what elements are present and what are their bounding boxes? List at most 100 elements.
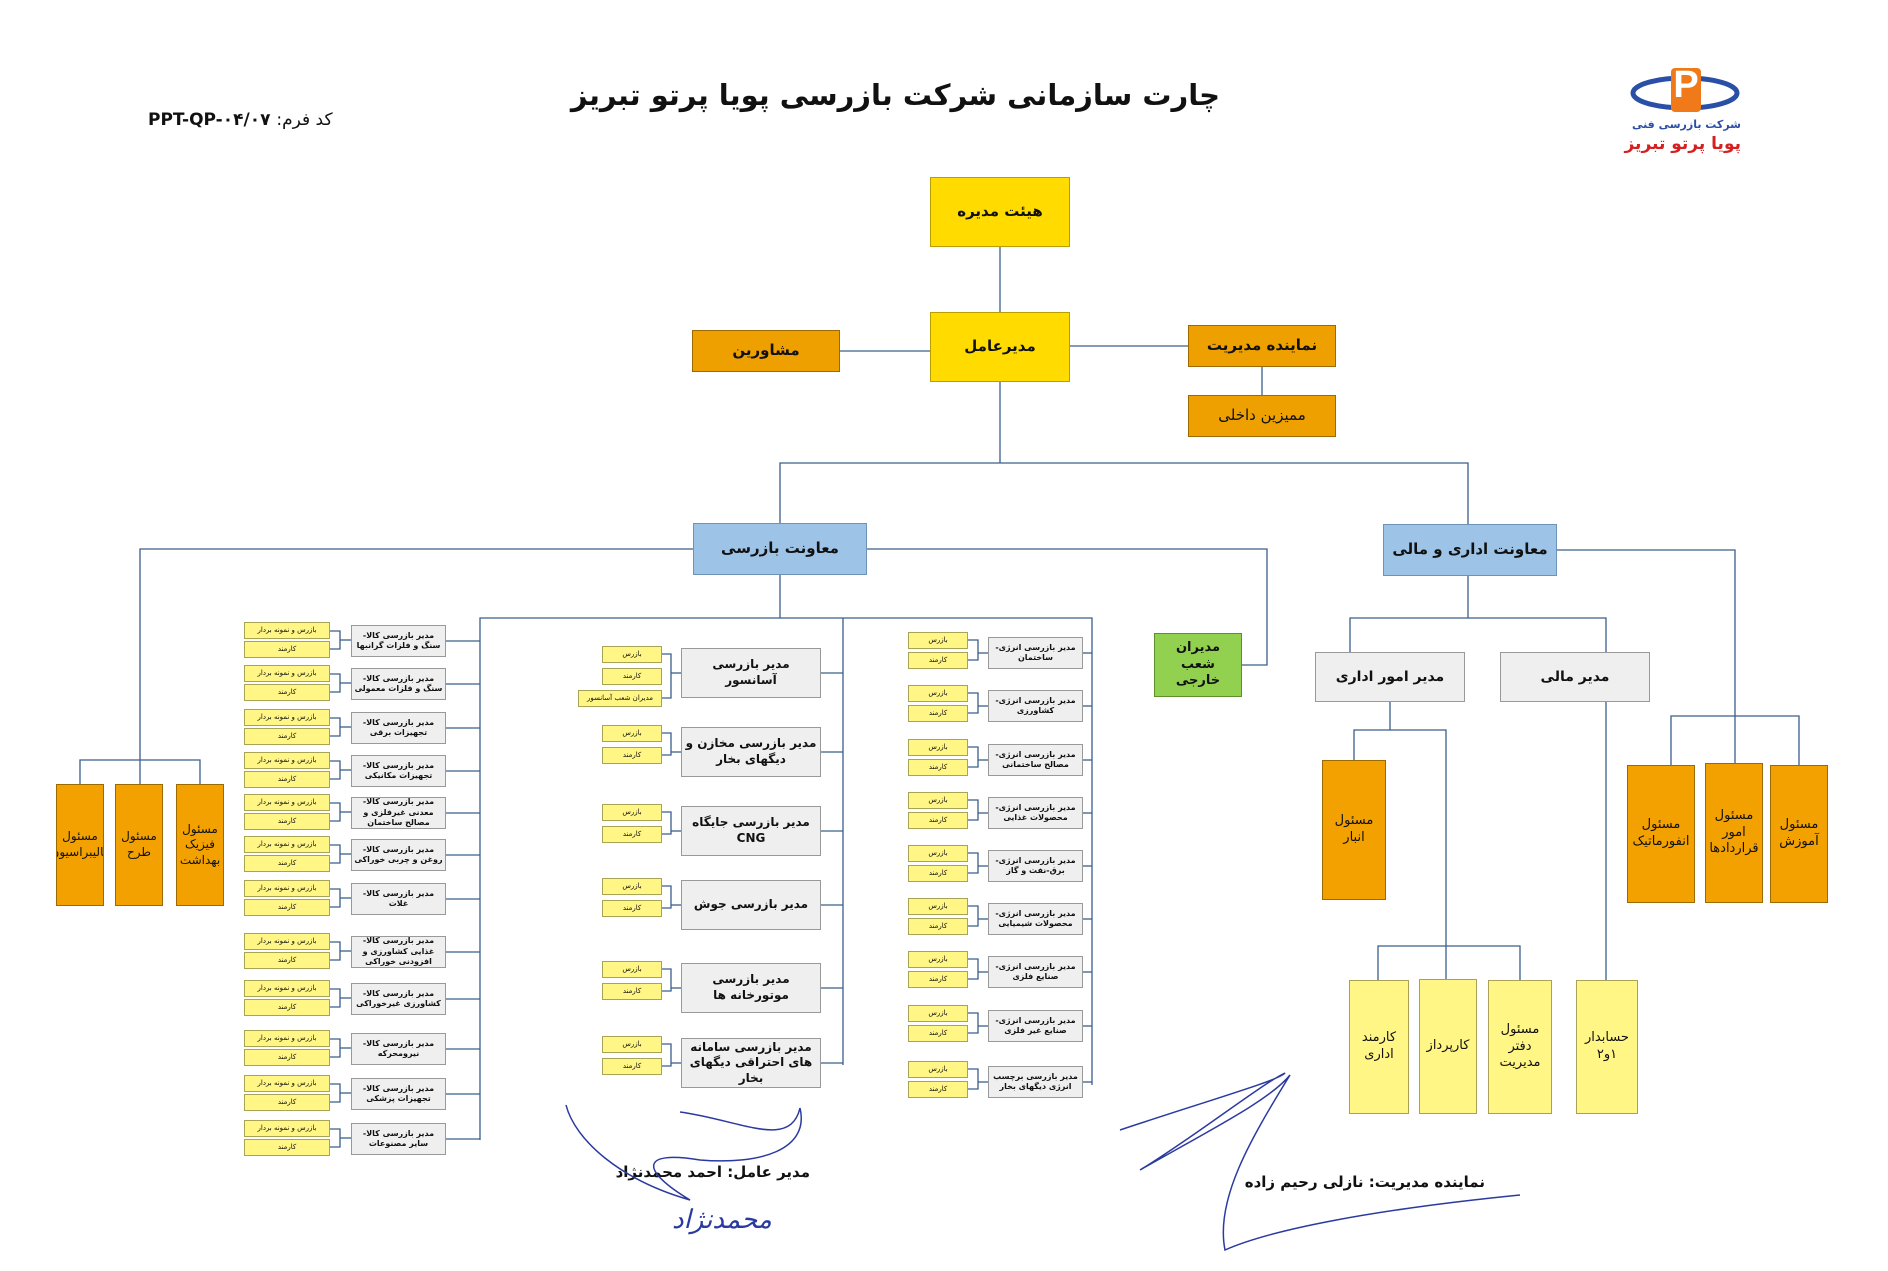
connector-line: [968, 1012, 979, 1034]
inspection-left-line: [139, 548, 693, 760]
form-code-label: کد فرم:: [276, 110, 333, 130]
goods-inspector-sampler-box: بازرس و نمونه بردار: [244, 665, 330, 682]
goods-manager-box: مدیر بازرسی کالا-غلات: [351, 883, 446, 915]
connector-line: [662, 653, 672, 699]
connector-line: [662, 811, 672, 835]
connector-line: [662, 1043, 672, 1067]
officer-contracts-box: مسئول امور قراردادها: [1705, 763, 1763, 903]
technical-sub-box: مدیران شعب آسانسور: [578, 690, 662, 707]
connector-line: [330, 802, 341, 822]
technical-sub-box: کارمند: [602, 1058, 662, 1075]
energy-inspector-box: بازرس: [908, 1005, 968, 1022]
connector-line: [330, 673, 341, 693]
goods-clerk-box: کارمند: [244, 641, 330, 658]
connector-line: [968, 799, 979, 821]
accountant-box: حسابدار ۱و۲: [1576, 980, 1638, 1114]
energy-clerk-box: کارمند: [908, 759, 968, 776]
technical-sub-box: کارمند: [602, 668, 662, 685]
goods-manager-box: مدیر بازرسی کالا-غذایی کشاورزی و افزودنی…: [351, 936, 446, 968]
energy-manager-box: مدیر بازرسی انرژی- محصولات شیمیایی: [988, 903, 1083, 935]
connector-line: [968, 639, 979, 661]
connector-line: [330, 888, 341, 908]
technical-manager-box: مدیر بازرسی موتورخانه ها: [681, 963, 821, 1013]
energy-inspector-box: بازرس: [908, 632, 968, 649]
goods-inspector-sampler-box: بازرس و نمونه بردار: [244, 1075, 330, 1092]
goods-clerk-box: کارمند: [244, 1049, 330, 1066]
energy-manager-box: مدیر بازرسی برچسب انرژی دیگهای بخار: [988, 1066, 1083, 1098]
goods-manager-box: مدیر بازرسی کالا- تجهیزات پزشکی: [351, 1078, 446, 1110]
connector-line: [330, 630, 341, 650]
connector-line: [330, 1128, 341, 1148]
goods-clerk-box: کارمند: [244, 684, 330, 701]
connector-line: [330, 760, 341, 780]
energy-manager-box: مدیر بازرسی انرژی- مصالح ساختمانی: [988, 744, 1083, 776]
technical-sub-box: بازرس: [602, 804, 662, 821]
connector-line: [330, 1083, 341, 1103]
energy-clerk-box: کارمند: [908, 865, 968, 882]
goods-manager-box: مدیر بازرسی کالا-سنگ و فلزات معمولی: [351, 668, 446, 700]
connector-line: [968, 905, 979, 927]
goods-clerk-box: کارمند: [244, 1094, 330, 1111]
connector-line: [662, 885, 672, 909]
connector-line: [968, 852, 979, 874]
form-code-value: PPT-QP-۰۴/۰۷: [148, 110, 271, 130]
ceo-handwritten-signature: محمدنژاد: [672, 1205, 772, 1235]
admin-right-line: [1557, 549, 1736, 716]
logo-emblem: [1630, 68, 1740, 112]
internal-auditors-box: ممیزین داخلی: [1188, 395, 1336, 437]
staff-bus-line: [1377, 945, 1521, 980]
inspection-groups-line: [479, 617, 1093, 1140]
goods-manager-box: مدیر بازرسی کالا- تجهیزات مکانیکی: [351, 755, 446, 787]
technical-sub-box: بازرس: [602, 878, 662, 895]
goods-clerk-box: کارمند: [244, 728, 330, 745]
energy-manager-box: مدیر بازرسی انرژی- ساختمان: [988, 637, 1083, 669]
ceo-signature-label: مدیر عامل: احمد محمدنژاد: [615, 1163, 810, 1181]
technical-sub-box: کارمند: [602, 826, 662, 843]
connector-line: [330, 717, 341, 737]
goods-inspector-sampler-box: بازرس و نمونه بردار: [244, 1030, 330, 1047]
goods-inspector-sampler-box: بازرس و نمونه بردار: [244, 709, 330, 726]
goods-inspector-sampler-box: بازرس و نمونه بردار: [244, 836, 330, 853]
energy-inspector-box: بازرس: [908, 898, 968, 915]
purchaser-box: کارپرداز: [1419, 979, 1477, 1114]
goods-inspector-sampler-box: بازرس و نمونه بردار: [244, 622, 330, 639]
goods-clerk-box: کارمند: [244, 899, 330, 916]
connector-line: [968, 1068, 979, 1090]
officer-it-box: مسئول انفورماتیک: [1627, 765, 1695, 903]
technical-sub-box: بازرس: [602, 725, 662, 742]
connector-line: [968, 746, 979, 768]
goods-inspector-sampler-box: بازرس و نمونه بردار: [244, 880, 330, 897]
goods-clerk-box: کارمند: [244, 771, 330, 788]
admin-affairs-manager-box: مدیر امور اداری: [1315, 652, 1465, 702]
technical-sub-box: بازرس: [602, 1036, 662, 1053]
energy-clerk-box: کارمند: [908, 812, 968, 829]
energy-manager-box: مدیر بازرسی انرژی- برق-نفت و گاز: [988, 850, 1083, 882]
goods-manager-box: مدیر بازرسی کالا- تجهیزات برقی: [351, 712, 446, 744]
management-office-officer-box: مسئول دفتر مدیریت: [1488, 980, 1552, 1114]
energy-clerk-box: کارمند: [908, 1025, 968, 1042]
goods-inspector-sampler-box: بازرس و نمونه بردار: [244, 980, 330, 997]
technical-manager-box: مدیر بازرسی جایگاه CNG: [681, 806, 821, 856]
technical-sub-box: کارمند: [602, 747, 662, 764]
energy-manager-box: مدیر بازرسی انرژی- محصولات غذایی: [988, 797, 1083, 829]
energy-inspector-box: بازرس: [908, 845, 968, 862]
logo-letter: P: [1673, 64, 1699, 106]
connector-line: [330, 1038, 341, 1058]
admin-managers-bus-line: [1349, 617, 1607, 652]
connector-line: [968, 692, 979, 714]
energy-inspector-box: بازرس: [908, 951, 968, 968]
logo-line2: پویا پرتو تبریز: [1624, 134, 1741, 154]
energy-clerk-box: کارمند: [908, 918, 968, 935]
form-code: کد فرم: PPT-QP-۰۴/۰۷: [148, 110, 333, 130]
goods-inspector-sampler-box: بازرس و نمونه بردار: [244, 1120, 330, 1137]
officer-health-physics-box: مسئول فیزیک بهداشت: [176, 784, 224, 906]
deputies-bus-line: [779, 462, 1469, 524]
energy-manager-box: مدیر بازرسی انرژی- کشاورزی: [988, 690, 1083, 722]
goods-clerk-box: کارمند: [244, 999, 330, 1016]
technical-manager-box: مدیر بازرسی سامانه های احتراقی دیگهای بخ…: [681, 1038, 821, 1088]
goods-clerk-box: کارمند: [244, 952, 330, 969]
management-representative-box: نماینده مدیریت: [1188, 325, 1336, 367]
energy-clerk-box: کارمند: [908, 705, 968, 722]
